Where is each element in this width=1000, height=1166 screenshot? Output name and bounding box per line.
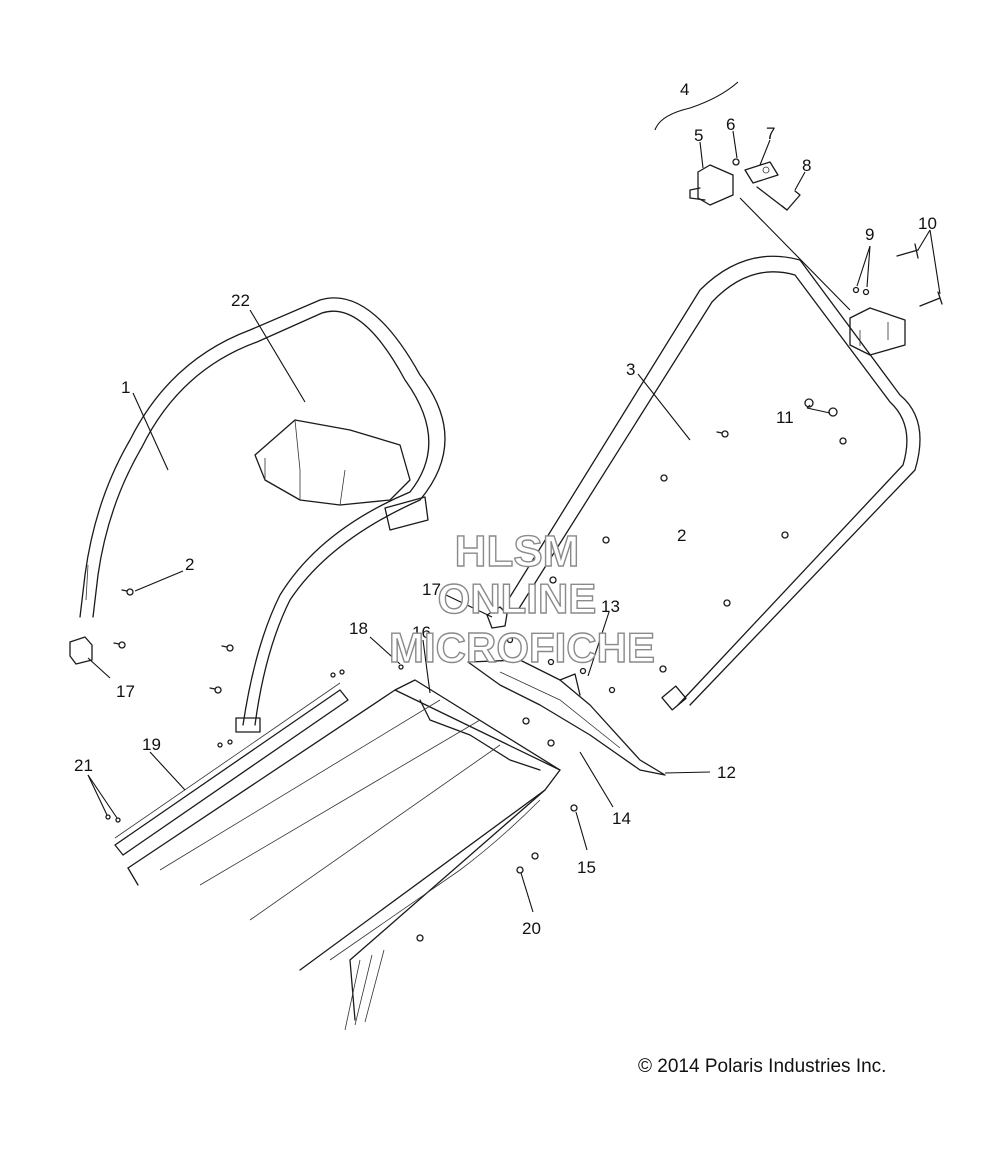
grab-bar-right: [504, 255, 921, 711]
brace: [467, 659, 666, 776]
callout-20: 20: [522, 919, 541, 938]
watermark: HLSM ONLINE MICROFICHE: [388, 526, 655, 671]
callout-16: 16: [412, 623, 431, 642]
callout-2-left: 2: [185, 555, 194, 574]
callout-11: 11: [776, 408, 794, 427]
leader-lines: [87, 81, 941, 913]
grab-bar-left: [79, 297, 446, 733]
callout-10: 10: [918, 214, 937, 233]
side-strip: [114, 682, 349, 856]
callout-9: 9: [865, 225, 874, 244]
end-cap-right: [486, 606, 508, 629]
callout-2-right: 2: [677, 526, 686, 545]
callout-12: 12: [717, 763, 736, 782]
callout-7: 7: [766, 124, 775, 143]
copyright-notice: © 2014 Polaris Industries Inc.: [638, 1056, 887, 1077]
callout-22: 22: [231, 291, 250, 310]
callout-18: 18: [349, 619, 368, 638]
callout-15: 15: [577, 858, 596, 877]
callout-labels: 1 2 2 3 4 5 6 7 8 9 10 11 12 13 14 15 16…: [74, 80, 937, 938]
callout-8: 8: [802, 156, 811, 175]
callout-3: 3: [626, 360, 635, 379]
callout-14: 14: [612, 809, 631, 828]
watermark-line3: MICROFICHE: [389, 624, 655, 671]
hinge-bracket: [849, 243, 943, 356]
callout-5: 5: [694, 126, 703, 145]
end-cap-left: [69, 636, 93, 665]
hinge-assembly: [689, 158, 801, 211]
callout-1: 1: [121, 378, 130, 397]
callout-4: 4: [680, 80, 689, 99]
fasteners: [105, 286, 870, 942]
callout-13: 13: [601, 597, 620, 616]
watermark-line2: ONLINE: [438, 575, 597, 622]
callout-17-right: 17: [422, 580, 441, 599]
deck-panel: [127, 679, 561, 1031]
pad-block: [254, 419, 429, 531]
watermark-line1: HLSM: [455, 527, 580, 576]
callout-6: 6: [726, 115, 735, 134]
callout-19: 19: [142, 735, 161, 754]
callout-17-left: 17: [116, 682, 135, 701]
callout-21: 21: [74, 756, 93, 775]
